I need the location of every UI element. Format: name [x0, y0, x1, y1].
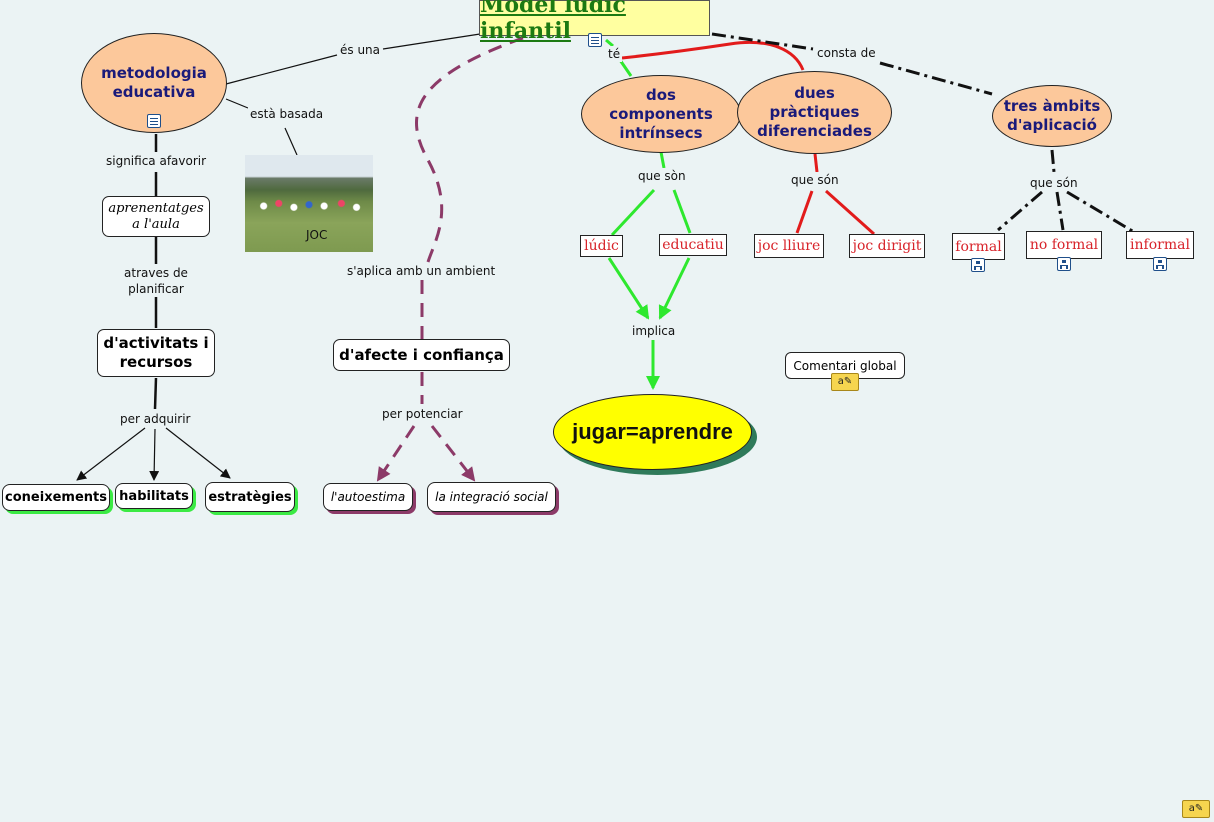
- concept-label: no formal: [1029, 237, 1099, 253]
- link-que-son-ambits: que són: [1028, 175, 1080, 191]
- concept-autoestima[interactable]: l'autoestima: [323, 483, 413, 511]
- concept-activitats-recursos[interactable]: d'activitats i recursos: [97, 329, 215, 377]
- concept-label: lúdic: [584, 238, 619, 254]
- concept-label: aprenentatges a l'aula: [108, 200, 204, 232]
- link-aplica-ambient: s'aplica amb un ambient: [345, 263, 498, 279]
- link-per-potenciar: per potenciar: [380, 406, 465, 422]
- concept-label: l'autoestima: [330, 490, 406, 504]
- link-es-una: és una: [338, 42, 383, 58]
- concept-label: educatiu: [662, 237, 724, 253]
- comment-label: Comentari global: [793, 358, 897, 373]
- annotation-note-icon[interactable]: a✎: [831, 373, 859, 391]
- concept-afecte-confianca[interactable]: d'afecte i confiança: [333, 339, 510, 371]
- concept-label: d'activitats i recursos: [103, 334, 209, 371]
- concept-map-icon[interactable]: [971, 258, 985, 272]
- concept-ludic[interactable]: lúdic: [580, 235, 623, 257]
- concept-label: estratègies: [208, 489, 292, 505]
- link-que-son-practiques: que són: [789, 172, 841, 188]
- concept-label: jugar=aprendre: [572, 419, 733, 444]
- concept-label: formal: [955, 238, 1002, 255]
- concept-label: tres àmbits d'aplicació: [1003, 97, 1101, 134]
- annotation-note-icon[interactable]: a✎: [1182, 800, 1210, 818]
- concept-no-formal[interactable]: no formal: [1026, 231, 1102, 259]
- link-consta-de: consta de: [815, 45, 878, 61]
- concept-label: metodologia educativa: [101, 64, 207, 101]
- document-icon[interactable]: [588, 33, 602, 47]
- concept-map-icon[interactable]: [1057, 257, 1071, 271]
- concept-label: d'afecte i confiança: [339, 345, 504, 364]
- joc-photo[interactable]: JOC: [245, 155, 373, 252]
- concept-aprenentatges[interactable]: aprenentatges a l'aula: [102, 196, 210, 237]
- map-title[interactable]: Model lúdic infantil: [479, 0, 710, 44]
- concept-dues-practiques[interactable]: dues pràctiques diferenciades: [737, 71, 892, 154]
- concept-dos-components[interactable]: dos components intrínsecs: [581, 75, 741, 153]
- concept-jugar-aprendre[interactable]: jugar=aprendre: [553, 394, 752, 470]
- concept-label: joc lliure: [757, 238, 821, 254]
- link-que-son: que sòn: [636, 168, 688, 184]
- concept-label: habilitats: [119, 488, 189, 504]
- concept-tres-ambits[interactable]: tres àmbits d'aplicació: [992, 85, 1112, 147]
- concept-label: informal: [1130, 237, 1190, 253]
- concept-formal[interactable]: formal: [952, 233, 1005, 260]
- concept-informal[interactable]: informal: [1126, 231, 1194, 259]
- concept-coneixements[interactable]: coneixements: [2, 484, 110, 511]
- concept-integracio-social[interactable]: la integració social: [427, 482, 556, 512]
- link-significa-afavorir: significa afavorir: [104, 153, 209, 169]
- concept-educatiu[interactable]: educatiu: [659, 234, 727, 256]
- concept-habilitats[interactable]: habilitats: [115, 483, 193, 509]
- link-per-adquirir: per adquirir: [118, 411, 193, 427]
- concept-map-icon[interactable]: [1153, 257, 1167, 271]
- photo-caption: JOC: [306, 228, 328, 242]
- concept-label: dos components intrínsecs: [609, 85, 713, 142]
- concept-joc-lliure[interactable]: joc lliure: [754, 234, 824, 258]
- children-figures: [255, 193, 363, 219]
- concept-joc-dirigit[interactable]: joc dirigit: [849, 234, 925, 258]
- concept-label: coneixements: [5, 490, 107, 505]
- link-atraves-planificar: atraves de planificar: [104, 265, 208, 297]
- map-title-text: Model lúdic infantil: [480, 0, 626, 44]
- concept-label: joc dirigit: [852, 238, 922, 254]
- link-implica: implica: [630, 323, 678, 339]
- link-te: té: [606, 46, 623, 62]
- link-esta-basada: està basada: [248, 106, 326, 122]
- concept-label: dues pràctiques diferenciades: [757, 84, 872, 140]
- document-icon[interactable]: [147, 114, 161, 128]
- concept-label: la integració social: [435, 490, 548, 504]
- concept-estrategies[interactable]: estratègies: [205, 482, 295, 512]
